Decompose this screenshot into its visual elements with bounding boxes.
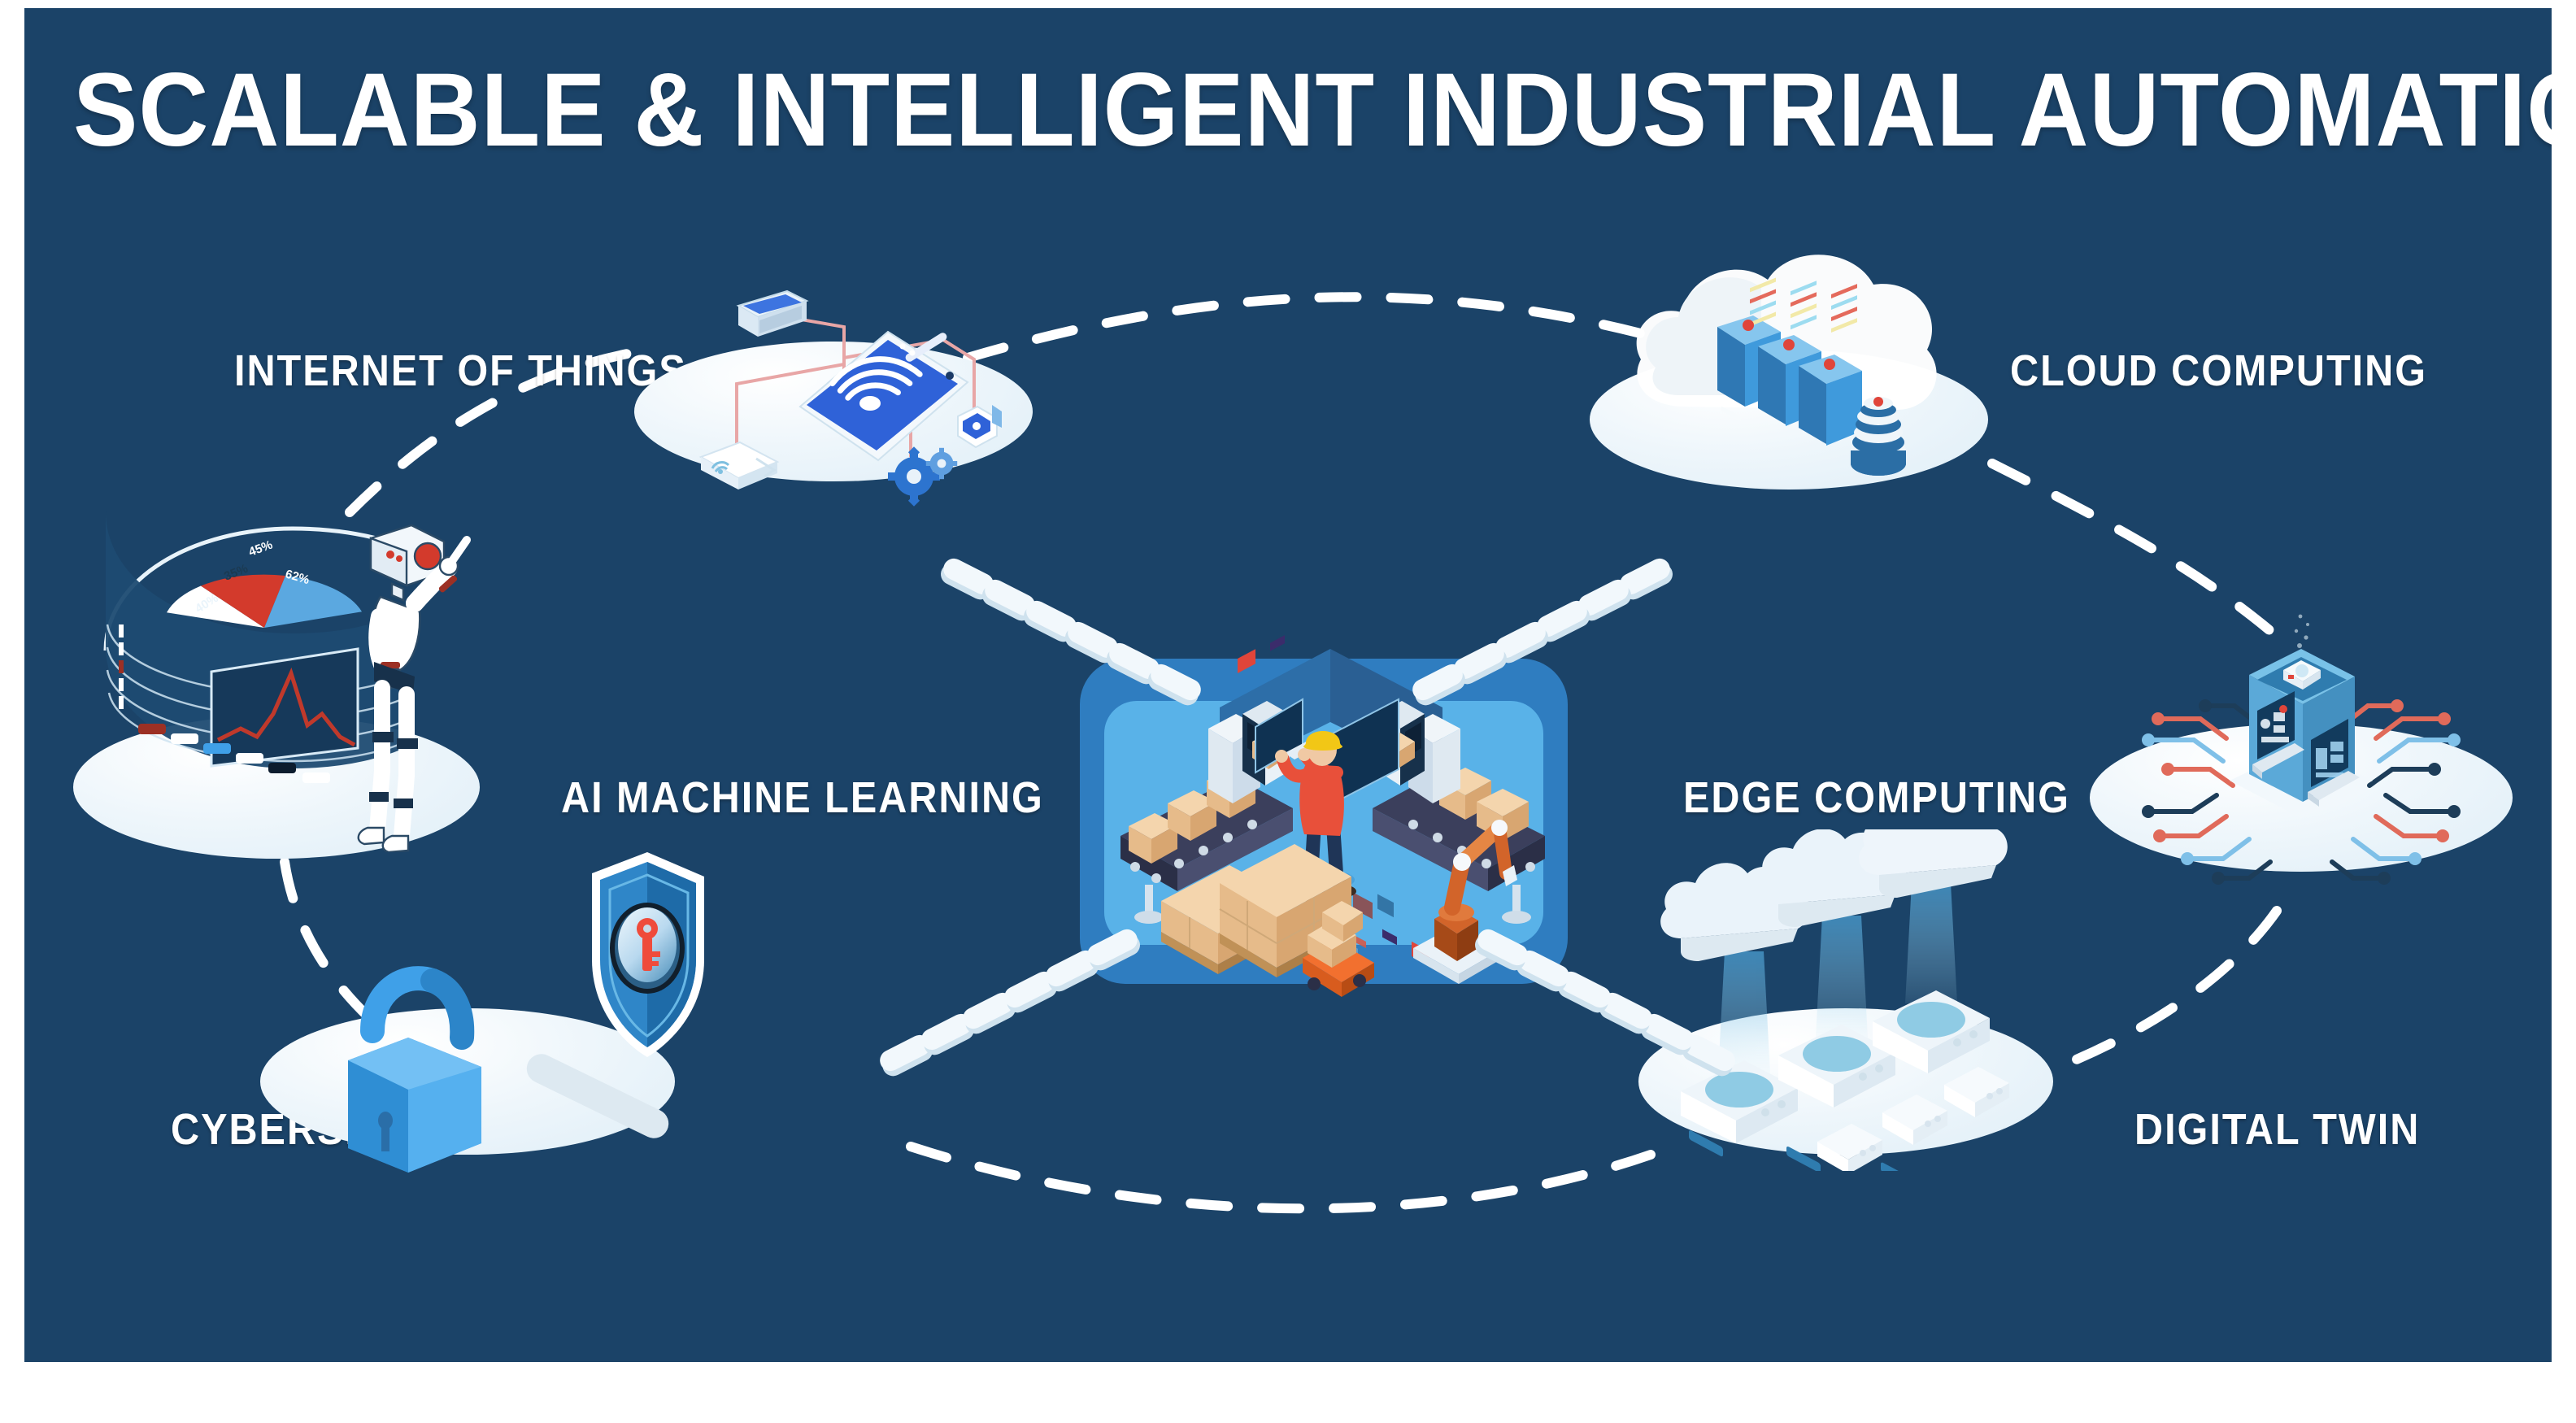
iot-devices <box>698 289 1002 507</box>
page-title: SCALABLE & INTELLIGENT INDUSTRIAL AUTOMA… <box>73 52 2552 168</box>
node-label-ai-machine-learning: AI MACHINE LEARNING <box>561 773 1044 822</box>
key-icon <box>637 918 660 971</box>
pie-chart: 35% 45% 62% 40% <box>167 538 362 628</box>
node-label-cloud-computing: CLOUD COMPUTING <box>2010 346 2427 395</box>
cloud-icon <box>1859 829 2008 898</box>
cpu-tower-circuit <box>2142 614 2461 885</box>
humanoid-robot <box>357 524 471 852</box>
database-cylinder <box>1851 397 1906 476</box>
arc-ai-to-iot <box>345 345 655 517</box>
node-label-edge-computing: EDGE COMPUTING <box>1683 773 2070 822</box>
edge-device <box>1817 1124 1882 1171</box>
laptop-icon <box>736 289 809 337</box>
infographic-panel: SCALABLE & INTELLIGENT INDUSTRIAL AUTOMA… <box>24 8 2552 1362</box>
router-icon <box>698 441 780 490</box>
robotic-arm <box>1413 820 1517 984</box>
arc-cloud-to-twin <box>1987 459 2298 655</box>
gears-icon <box>888 446 958 507</box>
edge-device <box>1873 990 1990 1171</box>
shield-icon <box>592 852 704 1057</box>
smartwatch-icon <box>957 405 1002 449</box>
smart-factory-scene[interactable] <box>1057 626 1610 1008</box>
node-label-digital-twin: DIGITAL TWIN <box>2134 1105 2421 1154</box>
padlock-icon <box>348 966 481 1173</box>
arc-iot-to-cloud <box>963 292 1737 364</box>
edge-device <box>1778 1025 1895 1171</box>
edge-nodes <box>1660 829 2009 1171</box>
smartphone-icon <box>798 330 969 462</box>
node-label-internet-of-things: INTERNET OF THINGS <box>234 346 687 395</box>
pallet-stack <box>1161 844 1352 977</box>
cpu-chip-top <box>2283 660 2321 690</box>
robot-analytics-dashboard <box>103 511 449 783</box>
cloud-servers <box>1636 255 1937 476</box>
platform-digital-twin[interactable] <box>2090 724 2522 893</box>
edge-device <box>1944 1067 2009 1117</box>
agv-cart <box>1303 901 1374 997</box>
server-rack <box>1799 284 1862 446</box>
edge-device <box>1681 1060 1798 1157</box>
edge-device <box>1882 1094 1947 1145</box>
arc-cyber-to-edge <box>906 1142 1656 1214</box>
pie-label-45: 45% <box>247 538 275 559</box>
